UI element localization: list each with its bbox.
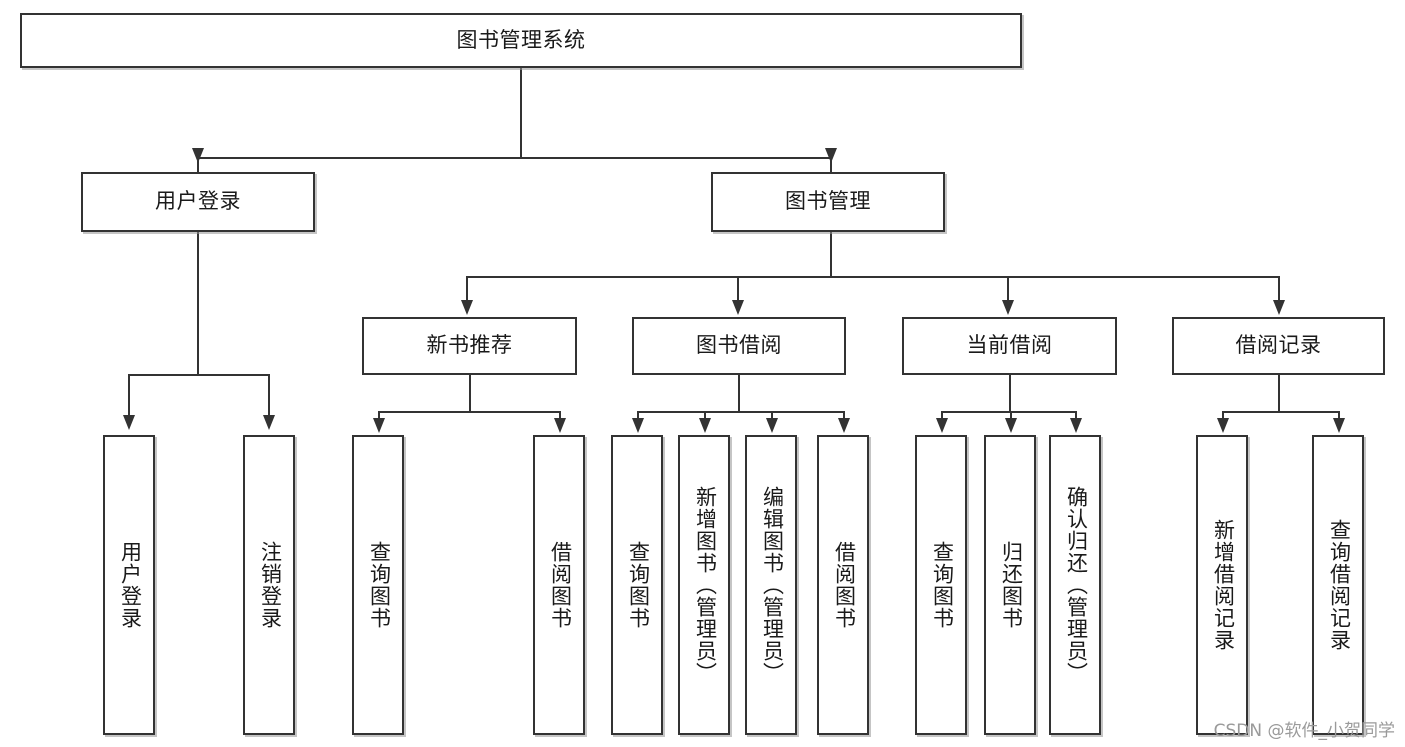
arrow-user-login-to-leaf-2 — [263, 415, 275, 430]
arrow-br-to-leaf-1 — [1217, 418, 1229, 433]
node-borrow-record[interactable]: 借阅记录 — [1172, 317, 1385, 375]
node-label: 借阅记录 — [1235, 334, 1322, 358]
leaf-new-book-query[interactable]: 查询图书 — [352, 435, 404, 735]
node-current-borrow[interactable]: 当前借阅 — [902, 317, 1117, 375]
connector-book-management-bus — [466, 276, 1280, 278]
node-new-book-recommend[interactable]: 新书推荐 — [362, 317, 577, 375]
leaf-book-borrow-borrow[interactable]: 借阅图书 — [817, 435, 869, 735]
connector-borrow-record-stem — [1278, 375, 1280, 412]
connector-borrow-record-bus — [1222, 411, 1340, 413]
connector-cb-to-leaf-1 — [941, 411, 943, 423]
csdn-watermark: CSDN @软件_小贺同学 — [1213, 721, 1395, 741]
connector-user-login-bus — [128, 374, 269, 376]
arrow-user-login-to-leaf-1 — [123, 415, 135, 430]
connector-bm-to-borrow-record — [1278, 276, 1280, 306]
connector-root-bus — [198, 157, 832, 159]
leaf-book-borrow-edit-admin[interactable]: 编辑图书（管理员） — [745, 435, 797, 735]
connector-bb-to-leaf-3 — [771, 411, 773, 423]
node-label: 归还图书 — [999, 541, 1023, 629]
connector-book-borrow-bus — [637, 411, 845, 413]
node-label: 用户登录 — [118, 541, 142, 629]
node-label: 用户登录 — [155, 190, 241, 214]
connector-book-borrow-stem — [738, 375, 740, 412]
arrow-bb-to-leaf-2 — [699, 418, 711, 433]
node-label: 图书借阅 — [696, 334, 782, 358]
arrow-cb-to-leaf-1 — [936, 418, 948, 433]
connector-cb-to-leaf-3 — [1075, 411, 1077, 423]
arrow-bm-to-book-borrow — [732, 300, 744, 315]
arrow-bm-to-new-book — [461, 300, 473, 315]
connector-new-book-to-leaf-2 — [559, 411, 561, 423]
connector-new-book-to-leaf-1 — [378, 411, 380, 423]
connector-bb-to-leaf-2 — [704, 411, 706, 423]
connector-root-to-book-management — [830, 157, 832, 175]
arrow-bm-to-current-borrow — [1002, 300, 1014, 315]
connector-new-book-bus — [378, 411, 561, 413]
node-label: 确认归还（管理员） — [1064, 486, 1088, 684]
arrow-new-book-to-leaf-2 — [554, 418, 566, 433]
connector-current-borrow-bus — [941, 411, 1076, 413]
leaf-current-borrow-return[interactable]: 归还图书 — [984, 435, 1036, 735]
arrow-root-to-user-login — [192, 148, 204, 163]
leaf-book-borrow-add-admin[interactable]: 新增图书（管理员） — [678, 435, 730, 735]
arrow-bb-to-leaf-1 — [632, 418, 644, 433]
connector-user-login-to-leaf-1 — [128, 374, 130, 421]
node-user-login[interactable]: 用户登录 — [81, 172, 315, 232]
node-label: 新增图书（管理员） — [693, 486, 717, 684]
arrow-root-to-book-management — [825, 148, 837, 163]
node-label: 图书管理 — [785, 190, 871, 214]
node-label: 当前借阅 — [966, 334, 1053, 358]
connector-bb-to-leaf-1 — [637, 411, 639, 423]
arrow-cb-to-leaf-2 — [1005, 418, 1017, 433]
leaf-user-login-logout[interactable]: 注销登录 — [243, 435, 295, 735]
connector-br-to-leaf-1 — [1222, 411, 1224, 423]
node-label: 注销登录 — [258, 541, 282, 629]
connector-br-to-leaf-2 — [1338, 411, 1340, 423]
arrow-bb-to-leaf-3 — [766, 418, 778, 433]
connector-bm-to-current-borrow — [1007, 276, 1009, 306]
node-root-book-management-system[interactable]: 图书管理系统 — [20, 13, 1022, 68]
leaf-borrow-record-query[interactable]: 查询借阅记录 — [1312, 435, 1364, 735]
node-label: 查询借阅记录 — [1327, 519, 1351, 651]
connector-new-book-stem — [469, 375, 471, 412]
node-label: 新书推荐 — [426, 334, 513, 358]
node-label: 查询图书 — [930, 541, 954, 629]
arrow-bb-to-leaf-4 — [838, 418, 850, 433]
arrow-new-book-to-leaf-1 — [373, 418, 385, 433]
leaf-current-borrow-confirm-return-admin[interactable]: 确认归还（管理员） — [1049, 435, 1101, 735]
connector-root-to-user-login — [197, 157, 199, 175]
leaf-book-borrow-query[interactable]: 查询图书 — [611, 435, 663, 735]
arrow-br-to-leaf-2 — [1333, 418, 1345, 433]
arrow-bm-to-borrow-record — [1273, 300, 1285, 315]
leaf-current-borrow-query[interactable]: 查询图书 — [915, 435, 967, 735]
connector-book-management-stem — [830, 232, 832, 277]
connector-user-login-to-leaf-2 — [268, 374, 270, 421]
node-label: 图书管理系统 — [456, 28, 586, 52]
node-book-management[interactable]: 图书管理 — [711, 172, 945, 232]
node-label: 查询图书 — [626, 541, 650, 629]
connector-bm-to-new-book — [466, 276, 468, 306]
node-label: 借阅图书 — [832, 541, 856, 629]
node-label: 新增借阅记录 — [1211, 519, 1235, 651]
connector-user-login-stem — [197, 232, 199, 375]
node-label: 编辑图书（管理员） — [760, 486, 784, 684]
leaf-borrow-record-add[interactable]: 新增借阅记录 — [1196, 435, 1248, 735]
node-label: 查询图书 — [367, 541, 391, 629]
connector-current-borrow-stem — [1009, 375, 1011, 412]
node-label: 借阅图书 — [548, 541, 572, 629]
leaf-user-login-login[interactable]: 用户登录 — [103, 435, 155, 735]
arrow-cb-to-leaf-3 — [1070, 418, 1082, 433]
connector-cb-to-leaf-2 — [1010, 411, 1012, 423]
connector-root-stem — [520, 68, 522, 158]
leaf-new-book-borrow[interactable]: 借阅图书 — [533, 435, 585, 735]
node-book-borrow[interactable]: 图书借阅 — [632, 317, 846, 375]
connector-bb-to-leaf-4 — [843, 411, 845, 423]
connector-bm-to-book-borrow — [737, 276, 739, 306]
